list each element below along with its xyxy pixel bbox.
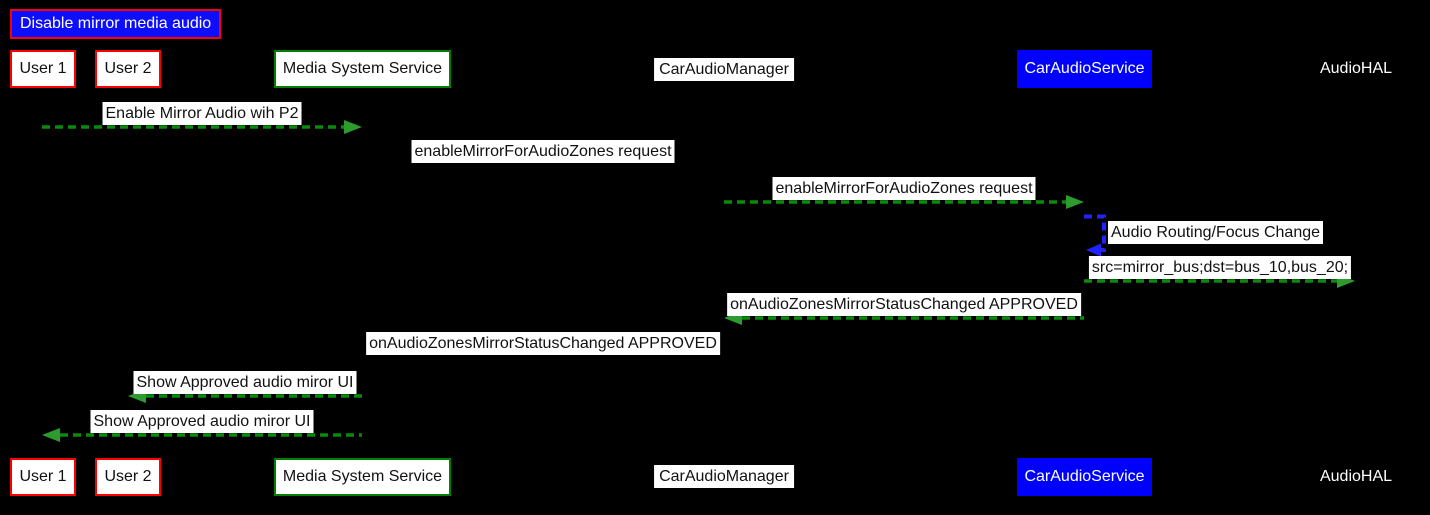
- message-arrowhead-1: [344, 120, 362, 134]
- participant-bottom-car-audio-service: CarAudioService: [1017, 458, 1152, 496]
- participant-bottom-audio-hal: AudioHAL: [1319, 468, 1393, 485]
- participant-bottom-media-system-service: Media System Service: [274, 458, 451, 496]
- participant-top-user1: User 1: [10, 50, 76, 88]
- message-label-3: enableMirrorForAudioZones request: [772, 177, 1036, 200]
- message-arrowhead-2-hidden: [706, 158, 724, 172]
- message-label-7: onAudioZonesMirrorStatusChanged APPROVED: [366, 332, 720, 355]
- message-label-4-self-loop: Audio Routing/Focus Change: [1108, 221, 1324, 244]
- participant-top-media-system-service: Media System Service: [274, 50, 451, 88]
- participant-bottom-user1: User 1: [10, 458, 76, 496]
- participant-top-car-audio-service: CarAudioService: [1017, 50, 1152, 88]
- message-arrowhead-9: [42, 428, 60, 442]
- message-arrowhead-3: [1066, 195, 1084, 209]
- message-label-6: onAudioZonesMirrorStatusChanged APPROVED: [727, 293, 1081, 316]
- participant-top-user2: User 2: [95, 50, 161, 88]
- message-label-2: enableMirrorForAudioZones request: [411, 140, 675, 163]
- diagram-title: Disable mirror media audio: [10, 9, 222, 39]
- participant-bottom-car-audio-manager: CarAudioManager: [654, 465, 794, 488]
- message-label-5: src=mirror_bus;dst=bus_10,bus_20;: [1088, 256, 1352, 279]
- message-label-1: Enable Mirror Audio wih P2: [102, 102, 302, 125]
- participant-top-audio-hal: AudioHAL: [1319, 60, 1393, 77]
- message-arrowhead-4: [1086, 243, 1101, 257]
- participant-top-car-audio-manager: CarAudioManager: [654, 58, 794, 81]
- participant-bottom-user2: User 2: [95, 458, 161, 496]
- message-label-9: Show Approved audio miror UI: [90, 410, 314, 433]
- message-arrow-4-self-loop: [1084, 214, 1106, 252]
- message-label-8: Show Approved audio miror UI: [133, 371, 357, 394]
